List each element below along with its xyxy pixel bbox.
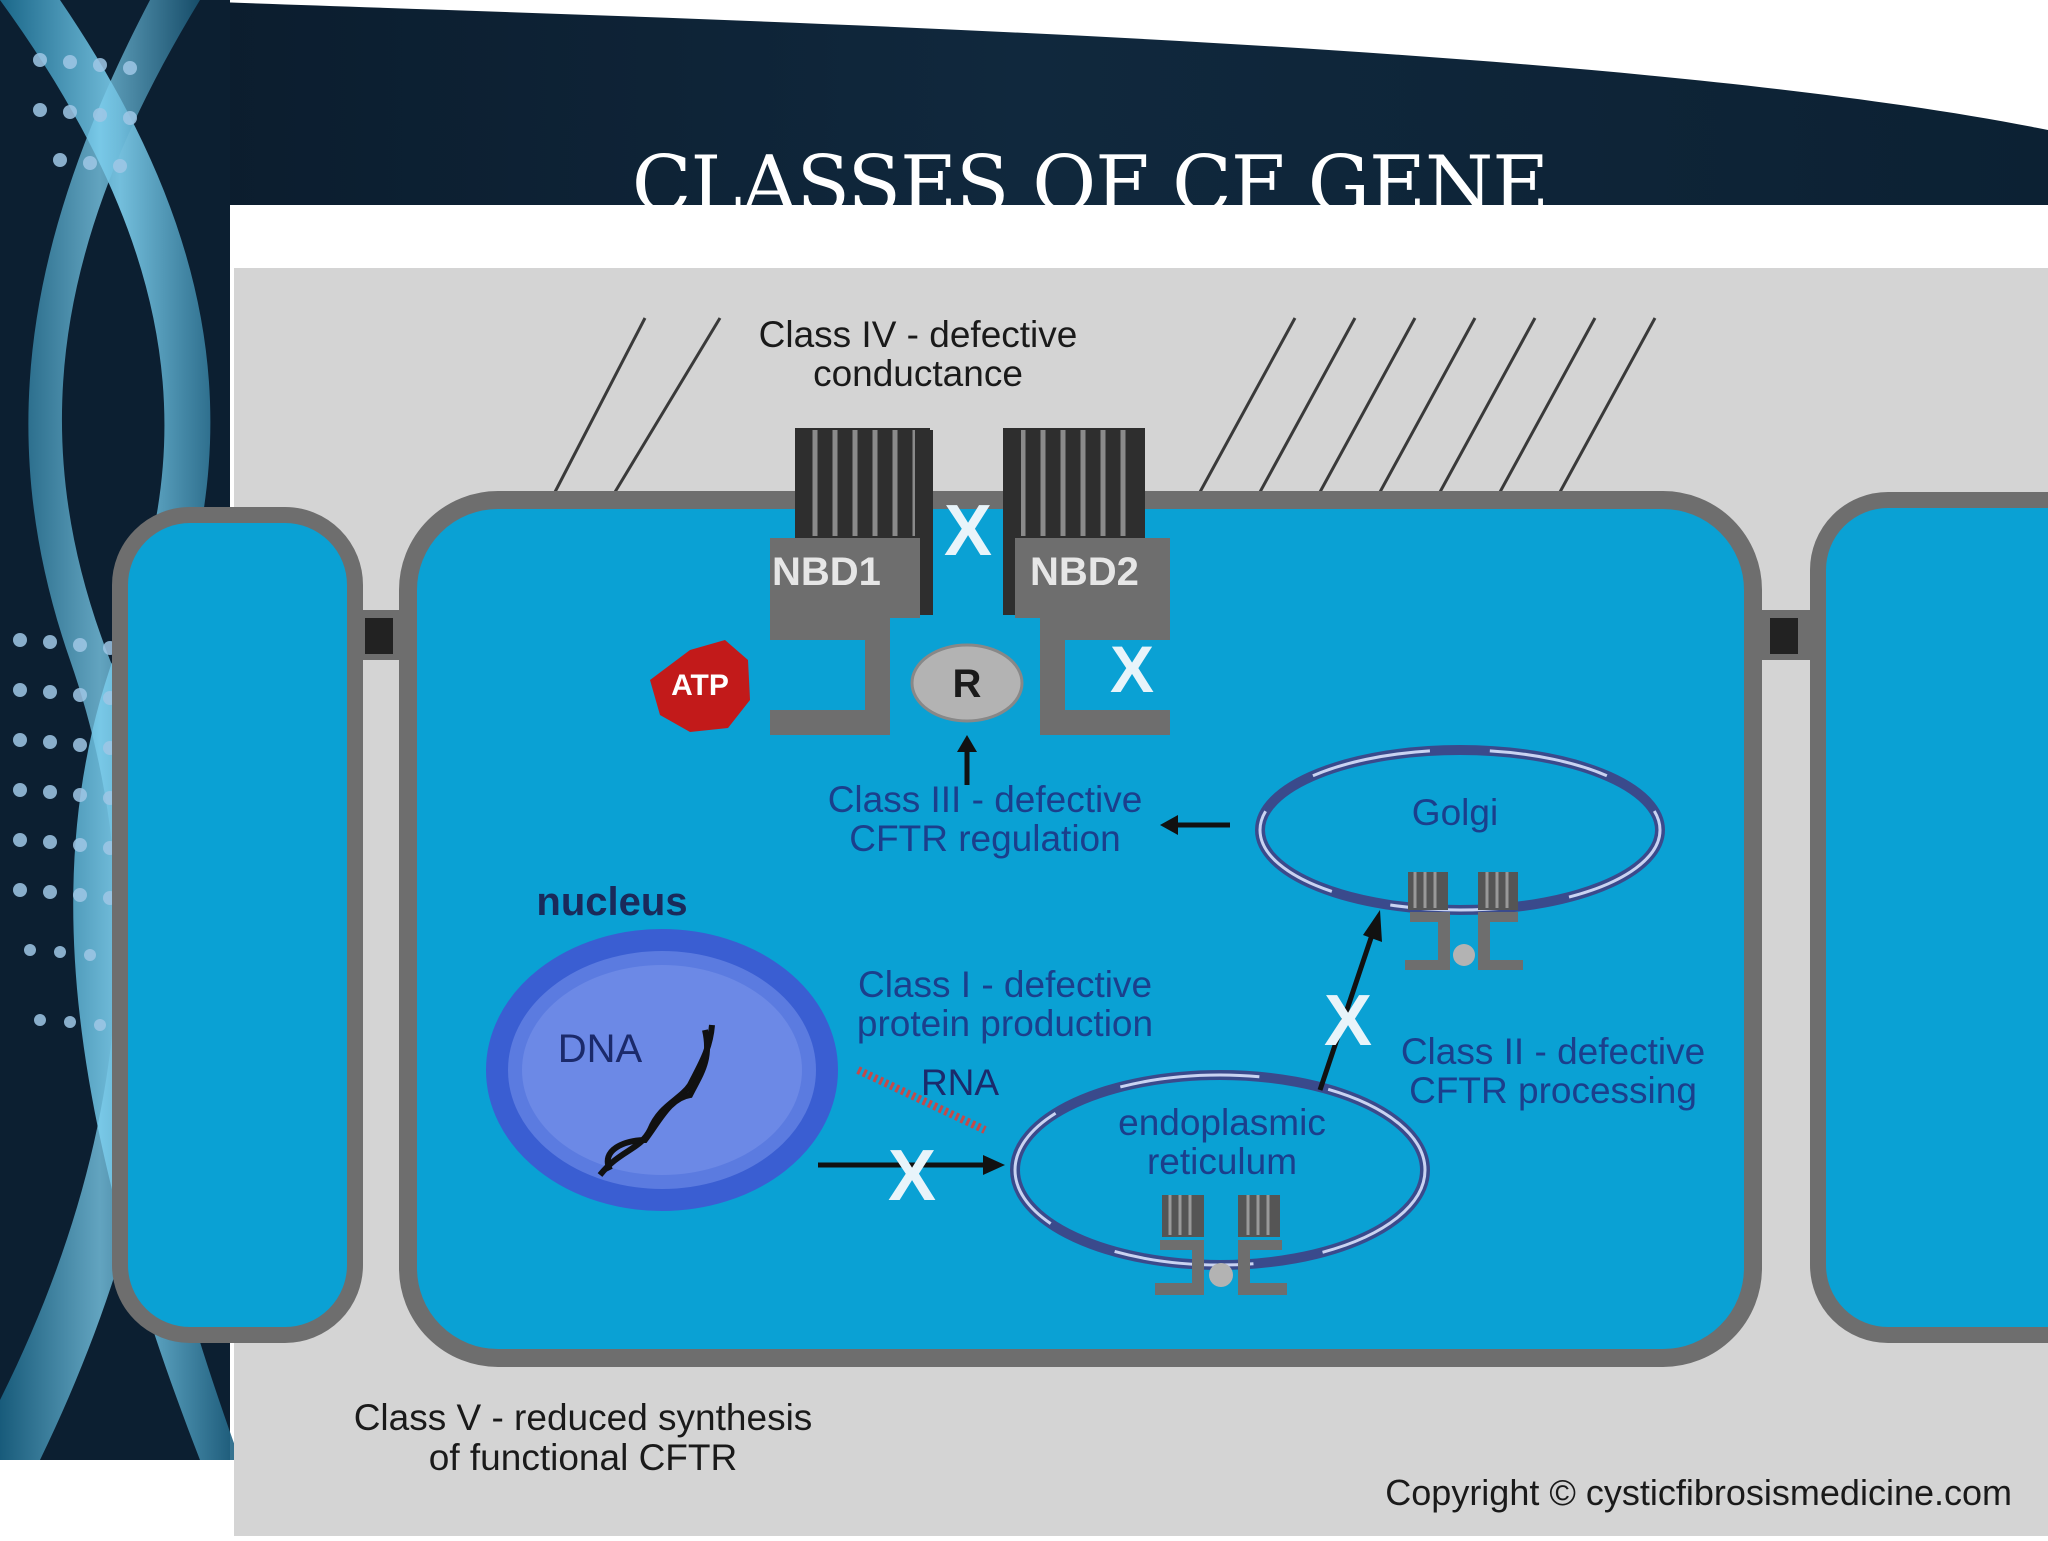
class-ii-label-line2: CFTR processing	[1409, 1070, 1697, 1111]
nbd2-label: NBD2	[1030, 550, 1139, 594]
class-iv-label-line1: Class IV - defective	[759, 314, 1078, 355]
block-mark-protein-production: X	[888, 1136, 936, 1216]
nucleus-to-er-arrowhead	[983, 1155, 1005, 1175]
atp-molecule	[650, 640, 750, 732]
left-neighbor-cell	[112, 507, 363, 1343]
class-iii-label-line2: CFTR regulation	[849, 818, 1120, 859]
er-to-golgi-arrow	[1317, 934, 1375, 1091]
class-iii-label-line1: Class III - defective	[828, 779, 1143, 820]
block-mark-nbd2: X	[1110, 632, 1154, 706]
cftr-channel	[770, 428, 1170, 735]
class-i-label-line2: protein production	[857, 1003, 1153, 1044]
nucleus-label: nucleus	[536, 880, 687, 924]
class-ii-label-line1: Class II - defective	[1401, 1031, 1705, 1072]
block-mark-processing: X	[1324, 981, 1372, 1061]
golgi-cftr-protein	[1405, 872, 1523, 970]
header-curve	[160, 0, 2048, 130]
copyright-text: Copyright © cysticfibrosismedicine.com	[1385, 1472, 2012, 1513]
dna-label: DNA	[558, 1027, 643, 1071]
class-v-label-line2: of functional CFTR	[429, 1437, 737, 1478]
er-cftr-protein	[1155, 1195, 1287, 1295]
atp-label: ATP	[671, 669, 729, 702]
er-label-line2: reticulum	[1147, 1141, 1297, 1182]
golgi-arrowhead	[1160, 815, 1178, 835]
golgi-label: Golgi	[1412, 792, 1498, 833]
right-neighbor-cell	[1810, 492, 2048, 1343]
class-v-label-line1: Class V - reduced synthesis	[354, 1397, 813, 1438]
regulatory-domain	[910, 643, 1024, 723]
slide-title: CLASSES OF CF GENE	[631, 140, 1549, 230]
junction-dark-left	[365, 618, 393, 654]
er-to-golgi-arrowhead	[1363, 910, 1382, 942]
extracellular-lines	[553, 317, 1657, 493]
block-mark-conductance: X	[944, 491, 992, 571]
class-i-label-line1: Class I - defective	[858, 964, 1152, 1005]
golgi-highlight	[1258, 748, 1662, 912]
class-iv-label-line2: conductance	[813, 353, 1023, 394]
nucleus-inner	[522, 965, 802, 1175]
rna-label: RNA	[921, 1062, 999, 1103]
regulatory-label: R	[953, 662, 982, 706]
class-iii-arrowhead	[957, 735, 977, 752]
junction-dark-right	[1770, 618, 1798, 654]
dna-strand	[597, 1024, 715, 1177]
nbd1-label: NBD1	[772, 550, 881, 594]
er-label-line1: endoplasmic	[1118, 1102, 1326, 1143]
